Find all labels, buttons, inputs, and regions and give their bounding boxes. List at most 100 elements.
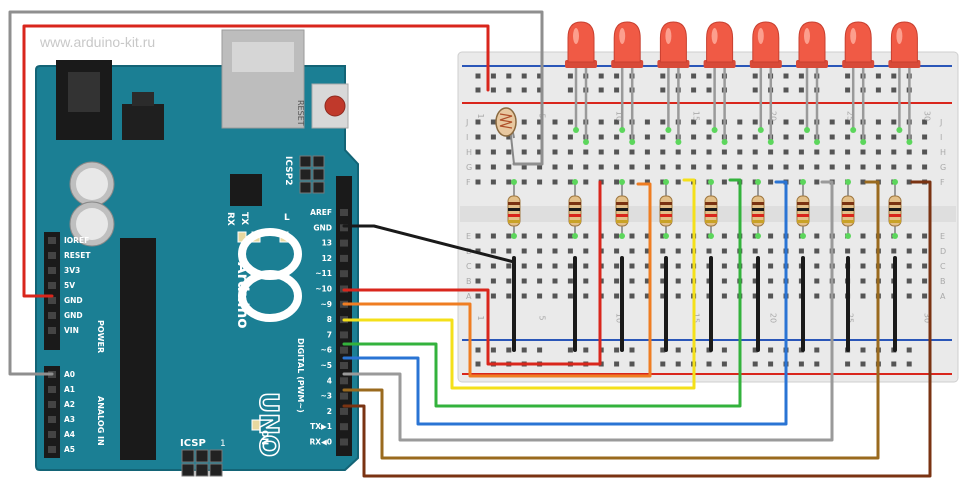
digital-pin-label: ~5 bbox=[320, 361, 332, 370]
rail-hole bbox=[691, 73, 697, 79]
icsp2-pin bbox=[312, 181, 325, 194]
header-pin bbox=[340, 209, 348, 216]
reset-button[interactable] bbox=[324, 95, 346, 117]
header-pin bbox=[48, 416, 56, 423]
rail-hole bbox=[891, 87, 897, 93]
terminal-hole bbox=[598, 164, 604, 170]
terminal-hole bbox=[752, 164, 758, 170]
terminal-hole bbox=[691, 149, 697, 155]
row-letter: A bbox=[466, 292, 472, 301]
terminal-hole bbox=[922, 278, 928, 284]
resistor bbox=[615, 179, 629, 239]
terminal-hole bbox=[552, 134, 558, 140]
terminal-hole bbox=[906, 263, 912, 269]
analog-pin-label: A0 bbox=[64, 370, 75, 379]
led-highlight bbox=[665, 28, 672, 44]
led-leg-dot bbox=[665, 127, 672, 133]
terminal-hole bbox=[860, 293, 866, 299]
terminal-hole bbox=[814, 179, 820, 185]
terminal-hole bbox=[521, 119, 527, 125]
terminal-hole bbox=[752, 263, 758, 269]
terminal-hole bbox=[506, 263, 512, 269]
row-letter: E bbox=[466, 232, 471, 241]
terminal-hole bbox=[675, 179, 681, 185]
terminal-hole bbox=[506, 248, 512, 254]
header-pin bbox=[48, 431, 56, 438]
terminal-hole bbox=[706, 119, 712, 125]
led-leg-dot bbox=[850, 127, 857, 133]
board-pcb bbox=[35, 65, 359, 471]
row-letter: C bbox=[466, 262, 472, 271]
terminal-hole bbox=[583, 248, 589, 254]
terminal-hole bbox=[490, 119, 496, 125]
column-number: 1 bbox=[476, 113, 485, 118]
terminal-hole bbox=[752, 149, 758, 155]
column-number: 1 bbox=[476, 315, 485, 320]
terminal-hole bbox=[922, 293, 928, 299]
header-pin bbox=[340, 331, 348, 339]
digital-pin-label: ~3 bbox=[320, 392, 332, 401]
row-letter: E bbox=[940, 232, 945, 241]
rail-hole bbox=[490, 87, 496, 93]
arduino-logo: Arduino UNO bbox=[234, 228, 302, 458]
led-leg-dot bbox=[896, 127, 903, 133]
terminal-hole bbox=[521, 263, 527, 269]
tx-label: TX bbox=[239, 212, 249, 225]
led-dome bbox=[752, 21, 780, 63]
resistor-leg-dot bbox=[845, 233, 851, 239]
terminal-hole bbox=[521, 149, 527, 155]
voltage-regulator bbox=[122, 104, 164, 140]
terminal-hole bbox=[829, 119, 835, 125]
led-highlight bbox=[573, 28, 579, 44]
resistor-band bbox=[889, 220, 901, 223]
resistor-leg-dot bbox=[511, 179, 517, 185]
terminal-hole bbox=[614, 278, 620, 284]
wire-a0-gray bbox=[8, 10, 544, 376]
rail-hole bbox=[783, 87, 789, 93]
rail-hole bbox=[521, 73, 527, 79]
icsp2-label: ICSP2 bbox=[283, 156, 293, 185]
analog-header bbox=[44, 366, 60, 458]
rail-hole bbox=[567, 87, 573, 93]
resistor-band bbox=[842, 208, 854, 211]
terminal-hole bbox=[490, 293, 496, 299]
led-dome bbox=[613, 21, 641, 63]
header-pin bbox=[48, 327, 56, 334]
led-leg-dot bbox=[906, 139, 913, 145]
resistor-leg-dot bbox=[800, 179, 806, 185]
terminal-hole bbox=[475, 164, 481, 170]
rail-hole bbox=[814, 347, 820, 353]
rail-hole bbox=[675, 347, 681, 353]
resistor-band bbox=[705, 208, 717, 211]
terminal-hole bbox=[706, 134, 712, 140]
terminal-hole bbox=[598, 119, 604, 125]
terminal-hole bbox=[629, 278, 635, 284]
column-number: 30 bbox=[923, 313, 932, 323]
terminal-hole bbox=[752, 134, 758, 140]
terminal-hole bbox=[660, 233, 666, 239]
resistor-band bbox=[889, 202, 901, 205]
led-leg-dot bbox=[619, 127, 626, 133]
row-letter: B bbox=[940, 277, 946, 286]
rail-hole bbox=[537, 87, 543, 93]
column-number: 15 bbox=[692, 313, 701, 323]
resistor-band bbox=[752, 208, 764, 211]
rail-hole bbox=[521, 87, 527, 93]
arduino-board: RESET ICSP2 ICSP 1 TX RX L ON Arduino UN… bbox=[35, 29, 359, 477]
terminal-hole bbox=[675, 164, 681, 170]
rail-hole bbox=[490, 347, 496, 353]
led-highlight bbox=[711, 28, 718, 44]
terminal-hole bbox=[521, 233, 527, 239]
terminal-hole bbox=[737, 164, 743, 170]
terminal-hole bbox=[845, 248, 851, 254]
terminal-hole bbox=[644, 179, 650, 185]
resistor-band bbox=[508, 220, 520, 223]
terminal-hole bbox=[660, 248, 666, 254]
terminal-hole bbox=[567, 164, 573, 170]
led-dome bbox=[567, 21, 595, 63]
rail-hole bbox=[598, 87, 604, 93]
terminal-hole bbox=[537, 248, 543, 254]
terminal-hole bbox=[506, 134, 512, 140]
wire-pin9-orange bbox=[342, 182, 652, 378]
terminal-hole bbox=[752, 248, 758, 254]
